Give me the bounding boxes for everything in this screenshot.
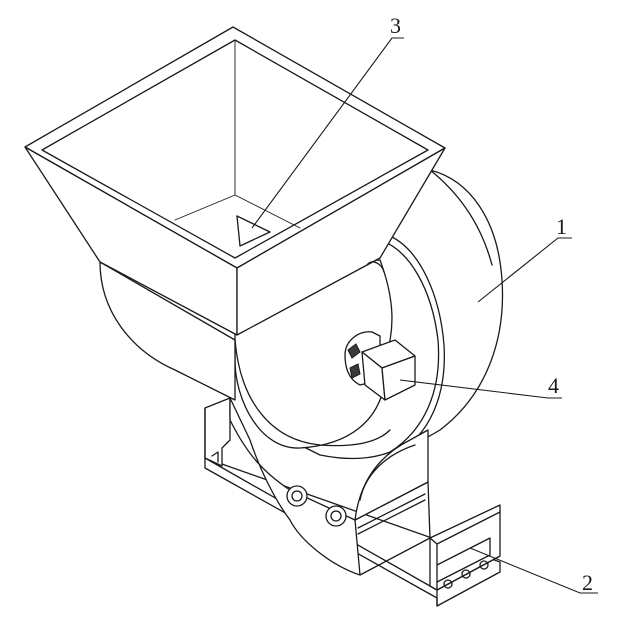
hopper bbox=[24, 26, 446, 336]
callout-1: 1 bbox=[477, 214, 572, 303]
callout-3-label: 3 bbox=[390, 13, 401, 38]
callout-2: 2 bbox=[469, 547, 598, 595]
callout-4-label: 4 bbox=[548, 373, 559, 398]
motor bbox=[344, 331, 416, 401]
callout-4: 4 bbox=[399, 373, 562, 399]
callout-2-label: 2 bbox=[582, 570, 593, 595]
callout-1-label: 1 bbox=[556, 214, 567, 239]
callout-3: 3 bbox=[251, 13, 404, 229]
pipe-fittings bbox=[286, 485, 347, 527]
